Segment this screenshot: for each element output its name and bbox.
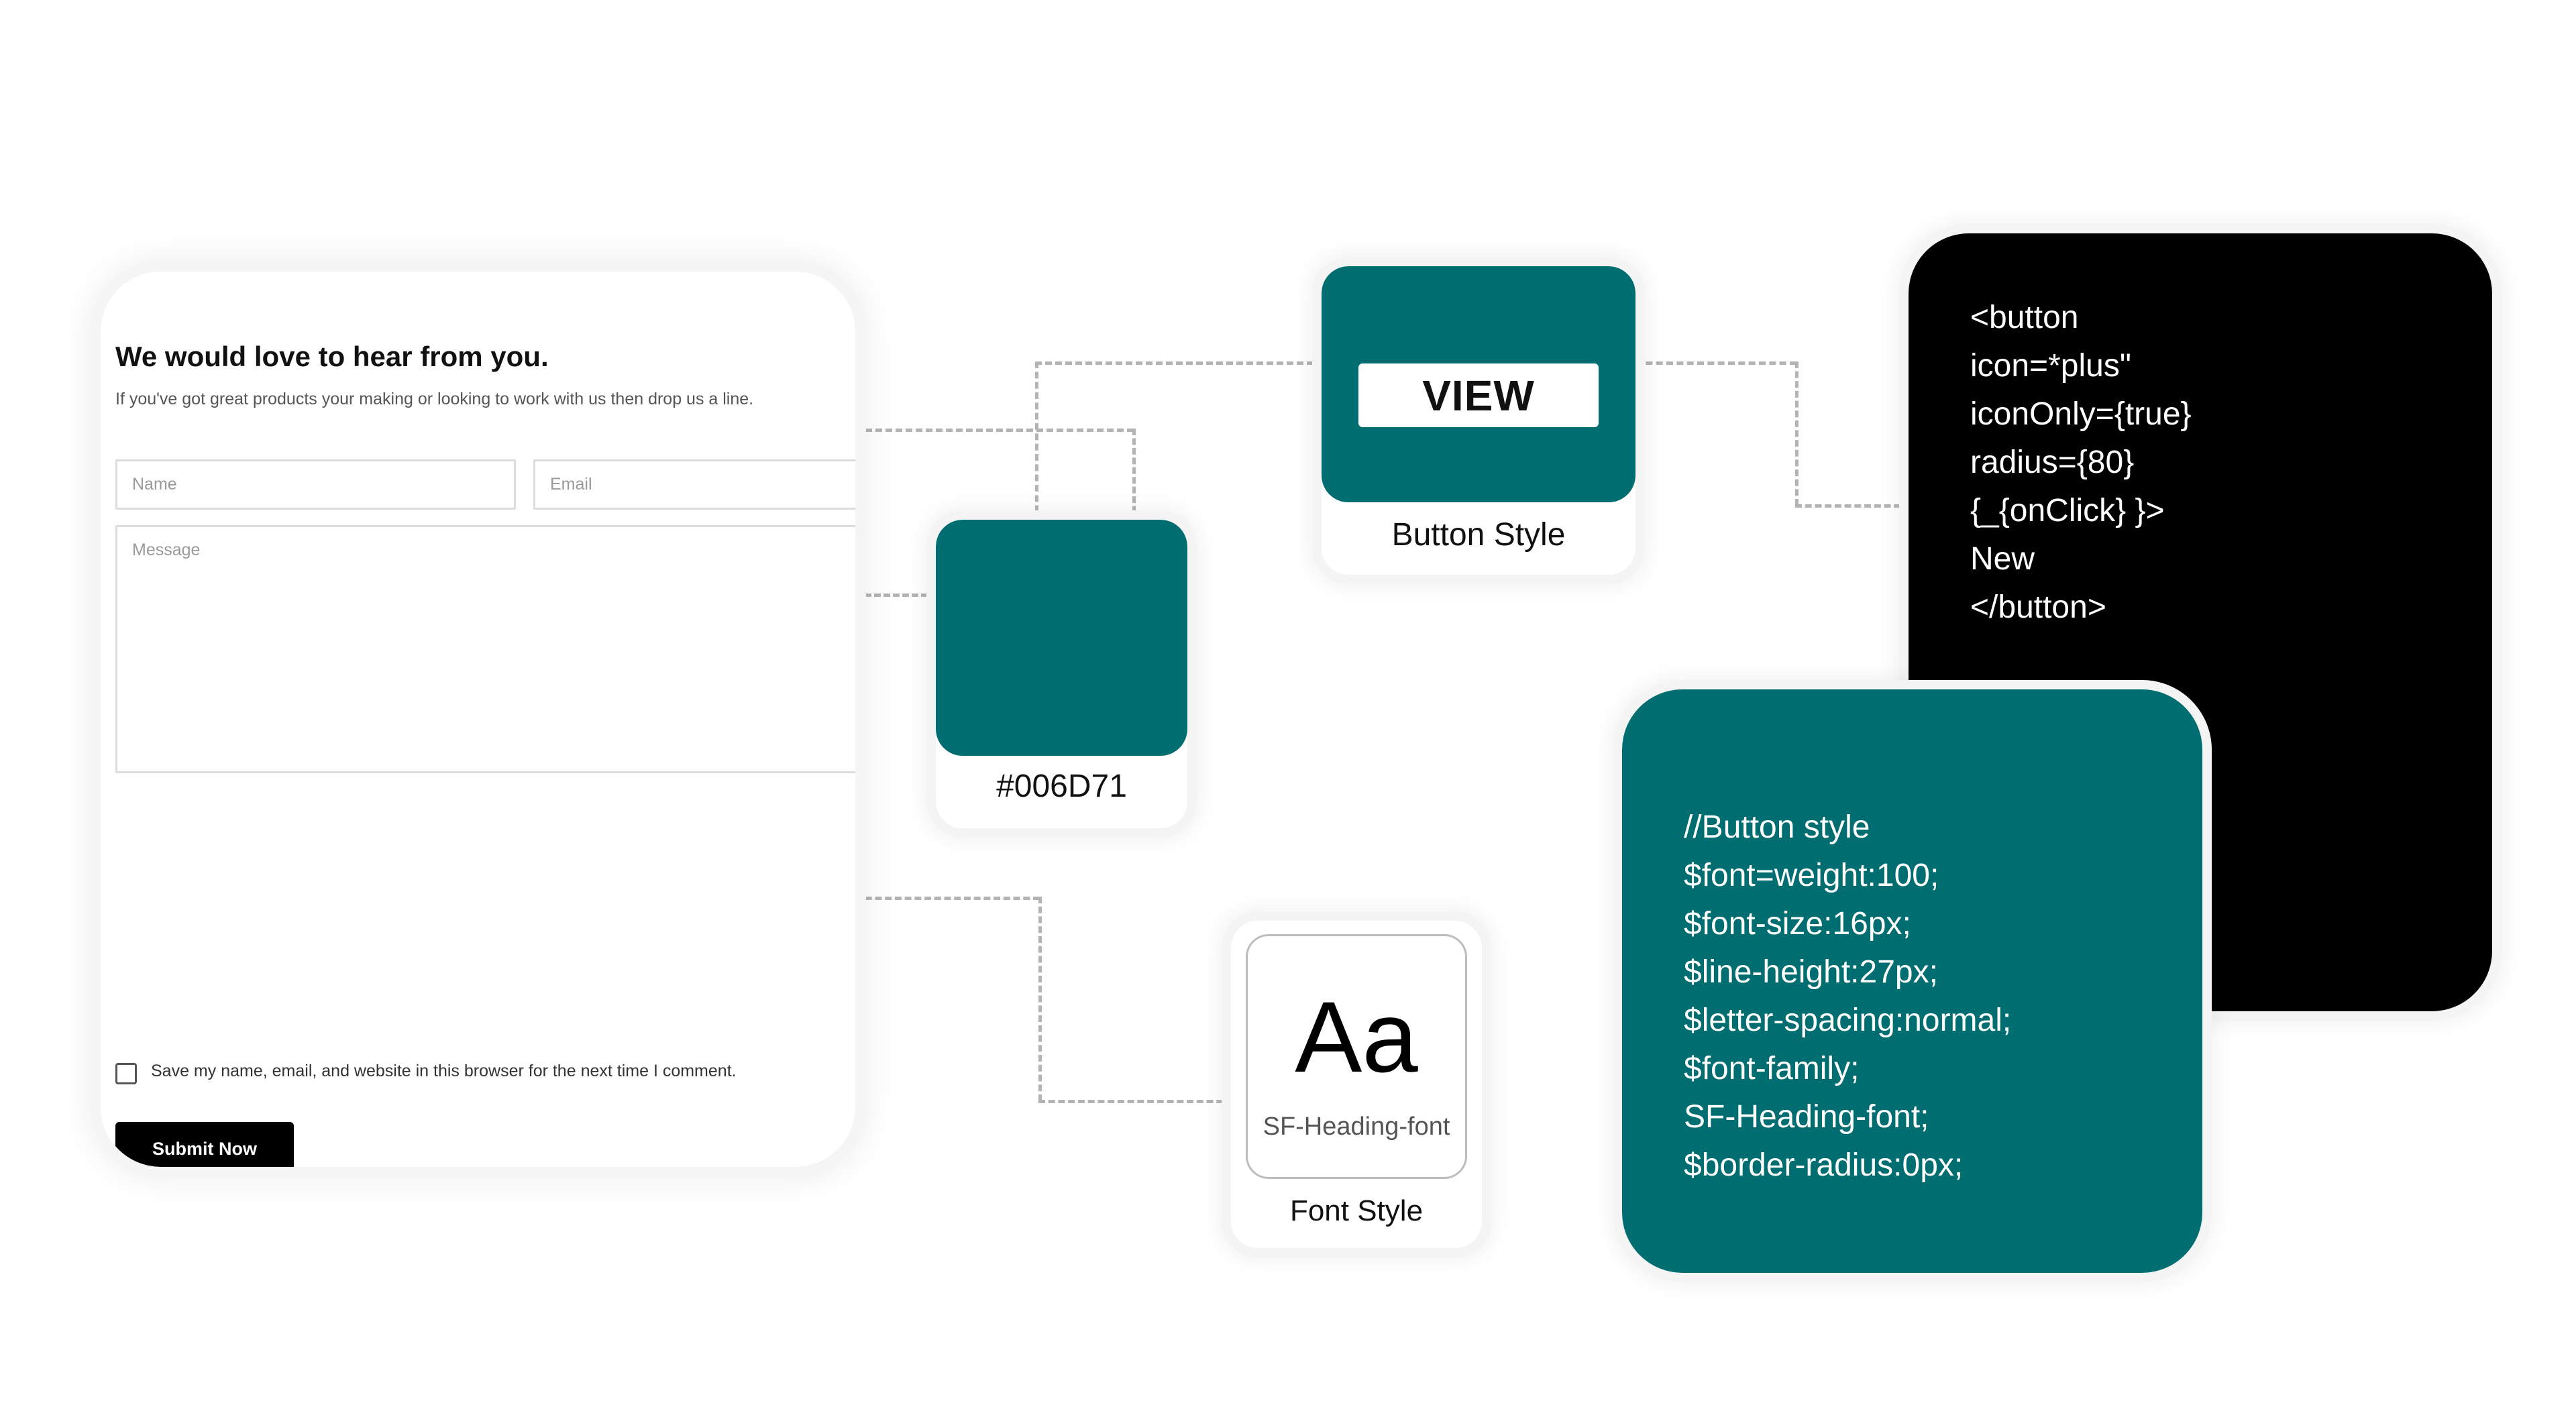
style-code-block: //Button style $font=weight:100; $font-s… (1684, 803, 2011, 1190)
connector-swatch-to-button-card (1035, 361, 1324, 365)
submit-button[interactable]: Submit Now (115, 1122, 294, 1167)
color-swatch (936, 520, 1187, 756)
connector-swatch-right-vertical (1132, 429, 1136, 522)
code-line: {_{onClick} }> (1970, 493, 2165, 528)
connector-button-to-code (1795, 504, 1911, 508)
code-line: $font-family; (1684, 1051, 1860, 1086)
code-line: New (1970, 541, 2035, 577)
connector-form-to-swatch-mid (855, 593, 937, 597)
code-line: $font=weight:100; (1684, 858, 1939, 893)
code-line: $border-radius:0px; (1684, 1147, 1964, 1183)
button-style-card: VIEW Button Style (1322, 266, 1635, 575)
form-subtitle: If you've got great products your making… (115, 390, 754, 408)
code-line: </button> (1970, 589, 2106, 625)
font-preview-box: Aa SF-Heading-font (1246, 934, 1467, 1179)
code-line: $line-height:27px; (1684, 954, 1938, 990)
save-info-label: Save my name, email, and website in this… (151, 1062, 737, 1080)
code-line: icon=*plus" (1970, 348, 2131, 384)
message-textarea[interactable] (115, 525, 855, 773)
connector-form-to-font-top (855, 897, 1040, 900)
connector-swatch-top-vertical (1035, 361, 1038, 522)
code-line: SF-Heading-font; (1684, 1099, 1929, 1135)
color-swatch-card: #006D71 (936, 520, 1187, 828)
connector-form-to-font-vertical (1038, 897, 1042, 1101)
font-name: SF-Heading-font (1263, 1113, 1450, 1141)
code-line: //Button style (1684, 809, 1870, 845)
font-sample: Aa (1295, 980, 1418, 1093)
button-code-block: <button icon=*plus" iconOnly={true} radi… (1970, 294, 2192, 632)
connector-form-to-swatch-top (855, 429, 1134, 432)
code-line: $font-size:16px; (1684, 906, 1911, 942)
form-title: We would love to hear from you. (115, 341, 549, 372)
contact-form-card: We would love to hear from you. If you'v… (101, 272, 855, 1167)
connector-form-to-font-bottom (1038, 1100, 1233, 1103)
name-input[interactable] (115, 459, 516, 510)
code-line: <button (1970, 300, 2079, 335)
connector-button-to-code-vertical (1795, 361, 1799, 506)
connector-button-card-right (1635, 361, 1796, 365)
code-line: $letter-spacing:normal; (1684, 1003, 2012, 1038)
email-input[interactable] (533, 459, 855, 510)
save-info-checkbox[interactable] (115, 1063, 137, 1084)
color-hex-label: #006D71 (996, 769, 1127, 804)
code-line: radius={80} (1970, 445, 2135, 480)
button-style-label: Button Style (1391, 517, 1566, 553)
font-style-card: Aa SF-Heading-font Font Style (1231, 921, 1482, 1248)
style-code-card: //Button style $font=weight:100; $font-s… (1622, 689, 2202, 1273)
view-button[interactable]: VIEW (1358, 363, 1599, 427)
code-line: iconOnly={true} (1970, 396, 2192, 432)
font-style-label: Font Style (1289, 1194, 1424, 1227)
